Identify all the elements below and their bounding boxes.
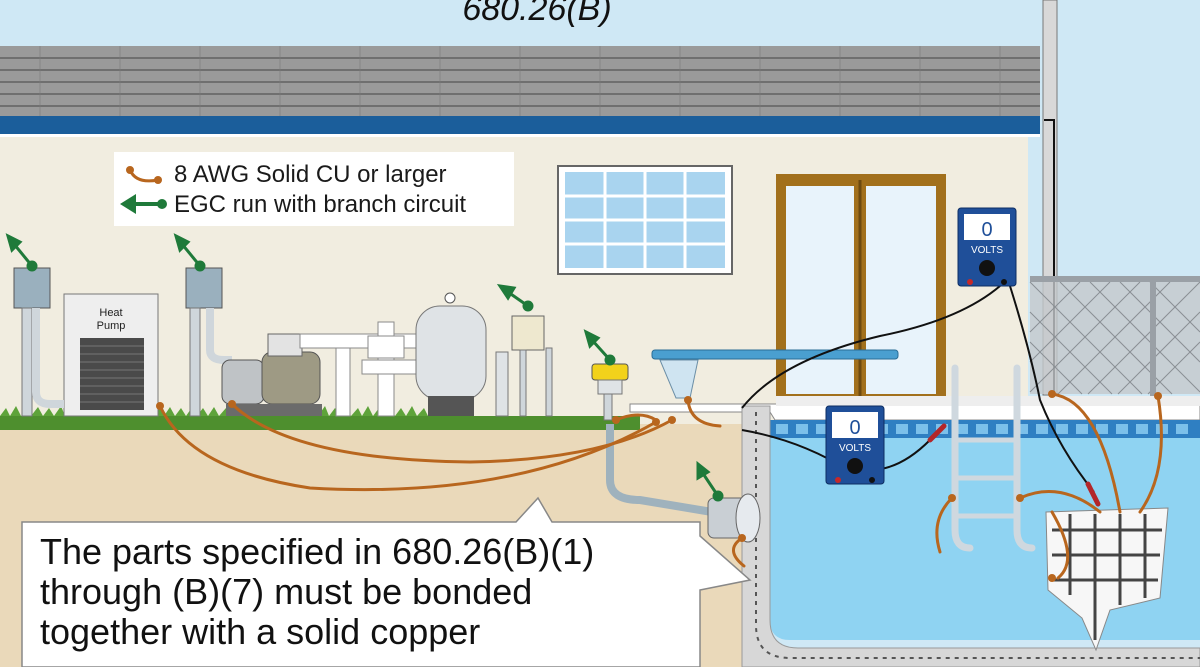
legend-copper-label: 8 AWG Solid CU or larger — [174, 161, 447, 188]
legend-copper: 8 AWG Solid CU or larger — [114, 160, 447, 190]
pool-ladder — [951, 364, 1036, 552]
disconnect-box-1 — [13, 267, 64, 417]
callout-line-2: through (B)(7) must be bonded — [40, 571, 533, 612]
callout-line-1: The parts specified in 680.26(B)(1) — [40, 531, 595, 572]
bonding-terminals — [156, 390, 1162, 582]
pool-shell — [741, 405, 1200, 667]
wet-niche-light — [606, 424, 761, 543]
callout-line-3: together with a solid copper — [40, 611, 481, 652]
heat-pump-label-2: Pump — [97, 320, 126, 332]
meter-upper-unit: VOLTS — [971, 245, 1003, 256]
bonding-conductors — [158, 392, 1163, 580]
pool-plumbing — [299, 321, 421, 417]
heat-pump-label-1: Heat — [99, 307, 122, 319]
legend-egc: EGC run with branch circuit — [114, 190, 466, 220]
callout-text: The parts specified in 680.26(B)(1) thro… — [40, 532, 700, 652]
meter-lower-reading: 0 — [849, 417, 860, 439]
deck-coping — [776, 396, 1200, 406]
fascia-trim — [0, 134, 1040, 137]
legend: 8 AWG Solid CU or larger EGC run with br… — [114, 152, 514, 226]
house-window — [557, 165, 733, 275]
voltmeter-upper: 0 VOLTS — [957, 207, 1017, 287]
callout-bubble — [21, 496, 752, 667]
meter-upper-reading: 0 — [981, 219, 992, 241]
legend-egc-label: EGC run with branch circuit — [174, 191, 467, 218]
rebar-grid — [1045, 507, 1169, 652]
copper-wire-icon — [126, 166, 162, 184]
sliding-door — [776, 174, 946, 404]
pool-pump — [221, 333, 322, 416]
egc-arrow-icon — [120, 194, 167, 214]
roof — [0, 46, 1040, 118]
heat-pump: Heat Pump — [63, 293, 159, 417]
meter-lower-unit: VOLTS — [839, 443, 871, 454]
voltmeter-lower: 0 VOLTS — [825, 405, 885, 485]
pool-controller — [495, 315, 553, 417]
disconnect-box-2 — [185, 267, 232, 417]
roof-fascia — [0, 116, 1040, 136]
diagram-title: 680.26(B) — [462, 0, 611, 28]
diving-board — [651, 349, 899, 399]
light-junction-box — [591, 363, 629, 421]
filter-tank — [415, 292, 487, 416]
probe-tips — [927, 423, 1101, 507]
fence — [1029, 276, 1200, 396]
egc-arrows — [5, 233, 724, 502]
